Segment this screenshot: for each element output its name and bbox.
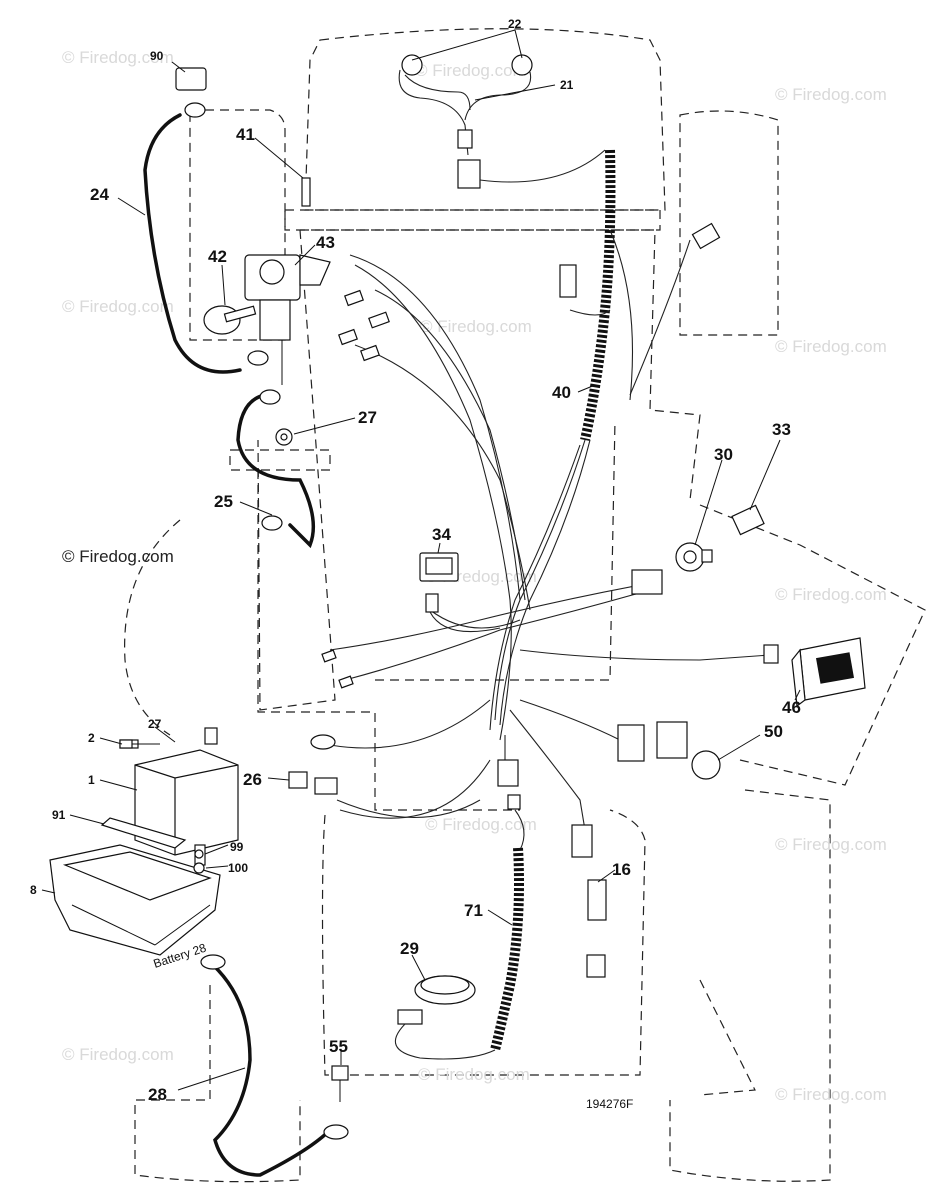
- part-label: 55: [329, 1037, 348, 1056]
- battery-assembly: Battery 28: [49, 727, 239, 971]
- watermark-text: © Firedog.com: [62, 297, 174, 316]
- part-label: 90: [150, 49, 164, 63]
- part-label: 21: [560, 78, 574, 92]
- main-wire-loom-coil: [580, 149, 616, 442]
- headlight-harness: [398, 54, 606, 189]
- bolt-2: [119, 739, 160, 749]
- part-label: 50: [764, 722, 783, 741]
- watermark-text: © Firedog.com: [420, 317, 532, 336]
- watermark-text: © Firedog.com: [62, 48, 174, 67]
- main-harness-bundle: [329, 229, 771, 851]
- watermark-text: © Firedog.com: [775, 337, 887, 356]
- part-label: 43: [316, 233, 335, 252]
- watermark-text: © Firedog.com: [418, 1065, 530, 1084]
- part-label: 30: [714, 445, 733, 464]
- part-label: 25: [214, 492, 233, 511]
- connectors: [321, 222, 779, 978]
- module-33: [731, 504, 765, 536]
- part-label: 8: [30, 883, 37, 897]
- leader-lines: [41, 29, 801, 1091]
- solenoid-assembly: [203, 177, 331, 446]
- watermark-text: © Firedog.com: [775, 85, 887, 104]
- part-label: 24: [90, 185, 109, 204]
- part-label: 2: [88, 731, 95, 745]
- hardware-99-100: [193, 849, 205, 874]
- part-label: 41: [236, 125, 255, 144]
- part-label: 99: [230, 840, 244, 854]
- part-label: 33: [772, 420, 791, 439]
- part-label: 34: [432, 525, 451, 544]
- part-label: 29: [400, 939, 419, 958]
- chassis-outline: [124, 28, 926, 1183]
- part-label: 71: [464, 901, 483, 920]
- part-label: 27: [148, 717, 162, 731]
- watermark-text: © Firedog.com: [415, 61, 527, 80]
- watermark-text: © Firedog.com: [775, 585, 887, 604]
- part-label: 16: [612, 860, 631, 879]
- watermark-text-dark-line: © Firedog.com: [62, 547, 174, 566]
- part-label: 1: [88, 773, 95, 787]
- watermark-text: © Firedog.com: [425, 815, 537, 834]
- part-label: 91: [52, 808, 66, 822]
- part-label: 28: [148, 1085, 167, 1104]
- part-label: 100: [228, 861, 248, 875]
- watermark-text: © Firedog.com: [62, 1045, 174, 1064]
- part-label: 27: [358, 408, 377, 427]
- part-label: 42: [208, 247, 227, 266]
- watermark-text: © Firedog.com: [775, 835, 887, 854]
- lower-wire-loom-coil: [490, 847, 524, 1052]
- part-label: 40: [552, 383, 571, 402]
- part-labels: 22 21 90 41 24 43 42 40 27 30 33 25 34 4…: [30, 17, 801, 1104]
- cables: [143, 113, 332, 1177]
- cable-terminals: [175, 67, 349, 1140]
- watermark-text: © Firedog.com: [775, 1085, 887, 1104]
- part-label: 22: [508, 17, 522, 31]
- button-50: [656, 721, 721, 780]
- switch-34: [419, 552, 501, 633]
- seat-switch-29: [394, 975, 496, 1060]
- watermark-text-dark: © Firedog.com: [62, 547, 174, 566]
- part-label: 26: [243, 770, 262, 789]
- bolt-55: [331, 1065, 349, 1102]
- part-label: 46: [782, 698, 801, 717]
- connector-26: [288, 771, 481, 818]
- diagram-code: 194276F: [586, 1097, 633, 1111]
- display-46: [791, 637, 866, 708]
- ignition-switch-30: [675, 542, 713, 572]
